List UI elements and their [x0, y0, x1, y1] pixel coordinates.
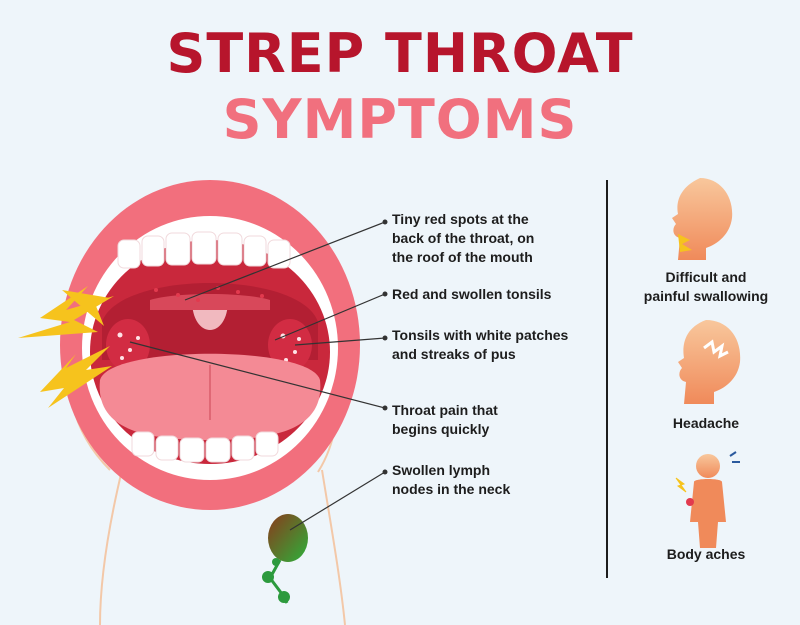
right-tonsil	[268, 319, 312, 371]
side-symptom-swallowing: Difficult and painful swallowing	[631, 268, 781, 306]
callout-white-patches: Tonsils with white patches and streaks o…	[392, 326, 568, 364]
callout-throat-pain-line-2: begins quickly	[392, 421, 490, 437]
title-line-1: STREP THROAT	[166, 22, 634, 85]
callout-lymph-nodes-line-2: nodes in the neck	[392, 481, 511, 497]
callout-lines	[129, 221, 386, 531]
callout-white-patches-line-1: Tonsils with white patches	[392, 327, 569, 343]
callout-lymph-nodes: Swollen lymph nodes in the neck	[392, 461, 510, 499]
side-symptom-swallowing-line-1: Difficult and	[665, 269, 747, 285]
mouth-illustration	[60, 180, 360, 510]
callout-throat-pain: Throat pain that begins quickly	[392, 401, 498, 439]
side-symptom-headache: Headache	[631, 414, 781, 433]
lymph-node-illustration	[262, 514, 308, 604]
callout-swollen-tonsils: Red and swollen tonsils	[392, 285, 551, 304]
divider-line	[606, 180, 608, 578]
callout-red-spots-line-1: Tiny red spots at the	[392, 211, 529, 227]
side-symptom-swallowing-line-2: painful swallowing	[643, 288, 769, 304]
callout-dots	[382, 219, 388, 475]
callout-red-spots-line-3: the roof of the mouth	[392, 249, 533, 265]
callout-red-spots: Tiny red spots at the back of the throat…	[392, 210, 534, 267]
side-symptom-body-aches: Body aches	[631, 545, 781, 564]
title-line-2: SYMPTOMS	[222, 88, 578, 151]
callout-swollen-tonsils-line-1: Red and swollen tonsils	[392, 286, 552, 302]
head-swallowing-icon	[672, 178, 733, 260]
head-headache-icon	[678, 320, 741, 404]
left-tonsil	[106, 319, 150, 371]
callout-lymph-nodes-line-1: Swollen lymph	[392, 462, 491, 478]
pain-bolt-icons	[18, 286, 114, 408]
callout-throat-pain-line-1: Throat pain that	[392, 402, 498, 418]
side-symptom-body-aches-line-1: Body aches	[666, 546, 746, 562]
callout-red-spots-line-2: back of the throat, on	[392, 230, 535, 246]
callout-white-patches-line-2: and streaks of pus	[392, 346, 516, 362]
side-symptom-headache-line-1: Headache	[672, 415, 740, 431]
person-body-ache-icon	[675, 451, 740, 548]
